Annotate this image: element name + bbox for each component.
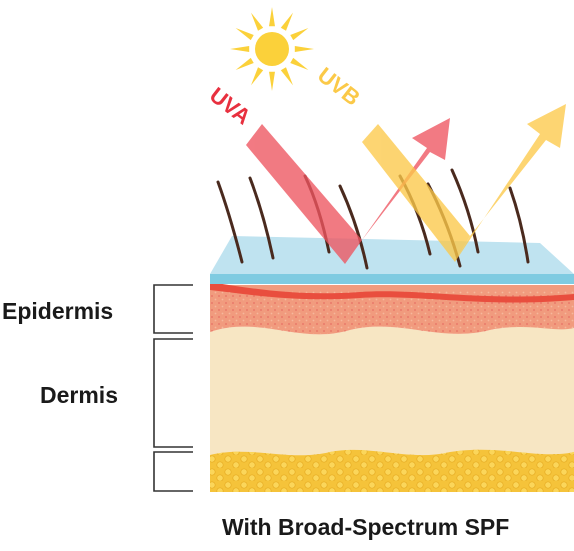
uva-ray <box>246 118 450 264</box>
sun-ray <box>290 57 309 70</box>
sun-ray <box>280 12 293 31</box>
sun-ray <box>280 67 293 86</box>
sun-ray <box>269 71 275 91</box>
sun-ray <box>230 46 250 52</box>
sun-ray <box>251 67 264 86</box>
sun-ray <box>251 12 264 31</box>
uva-label: UVA <box>205 82 256 129</box>
uvb-label: UVB <box>313 62 365 110</box>
fat-cells-texture <box>210 449 574 492</box>
hair-strand <box>450 168 480 254</box>
spf-film-side <box>210 274 574 284</box>
diagram-caption: With Broad-Spectrum SPF <box>222 514 510 540</box>
fat-bracket <box>153 451 193 492</box>
sun-ray <box>290 28 309 41</box>
sun-ray <box>294 46 314 52</box>
hair-strand <box>508 186 530 264</box>
spf-film-top <box>210 236 574 274</box>
epidermis-bracket <box>153 284 193 334</box>
dermis-label: Dermis <box>40 382 118 408</box>
layer-brackets <box>153 284 193 492</box>
sun-ray <box>269 7 275 27</box>
dermis-layer <box>210 326 574 470</box>
hair-strand <box>248 176 275 260</box>
hair-strand <box>338 184 369 270</box>
dermis-bracket <box>153 338 193 448</box>
epidermis-label: Epidermis <box>2 298 114 324</box>
uvb-ray <box>362 104 566 262</box>
hair-strand <box>216 180 244 264</box>
sun-icon <box>230 7 314 91</box>
sun-ray <box>235 57 254 70</box>
skin-surface-line <box>210 282 574 303</box>
sun-ray <box>235 28 254 41</box>
